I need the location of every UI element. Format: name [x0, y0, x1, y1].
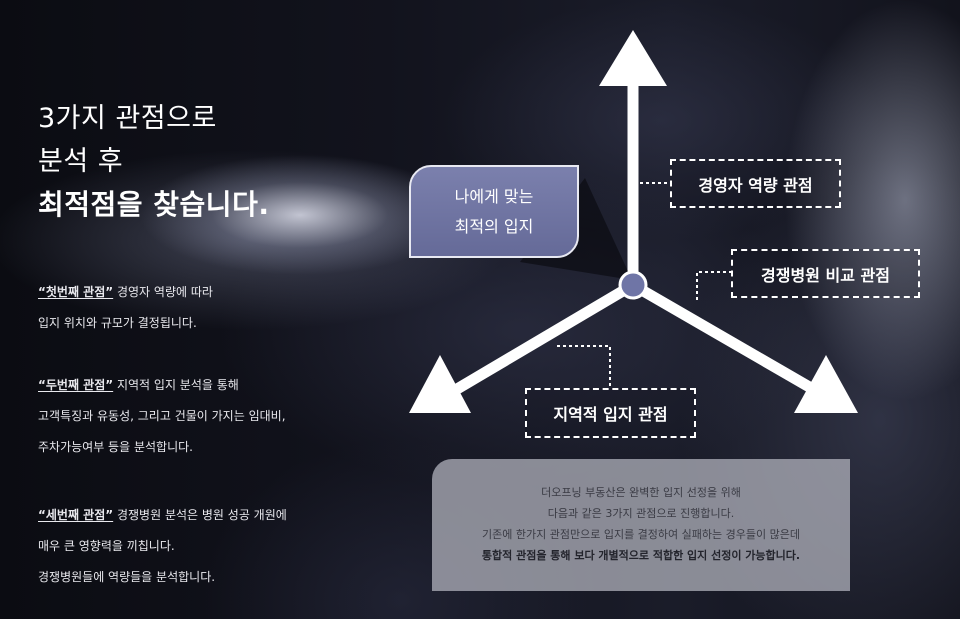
optimal-location-callout: 나에게 맞는 최적의 입지 [409, 165, 579, 258]
paragraph-second-perspective: “두번째 관점” 지역적 입지 분석을 통해 고객특징과 유동성, 그리고 건물… [38, 370, 286, 463]
title-line-3: 최적점을 찾습니다. [38, 188, 270, 221]
paragraph-line: “세번째 관점” 경쟁병원 분석은 병원 성공 개원에 [38, 500, 287, 531]
info-line: 더오프닝 부동산은 완벽한 입지 선정을 위해 [541, 486, 741, 499]
paragraph-line: 고객특징과 유동성, 그리고 건물이 가지는 임대비, [38, 409, 286, 423]
info-line: 기존에 한가지 관점만으로 입지를 결정하여 실패하는 경우들이 많은데 [482, 528, 800, 541]
paragraph-third-perspective: “세번째 관점” 경쟁병원 분석은 병원 성공 개원에 매우 큰 영향력을 끼칩… [38, 500, 287, 593]
paragraph-text: 경쟁병원 분석은 병원 성공 개원에 [113, 508, 287, 522]
info-box: 더오프닝 부동산은 완벽한 입지 선정을 위해 다음과 같은 3가지 관점으로 … [432, 459, 850, 591]
emphasis-second: “두번째 관점” [38, 378, 114, 392]
title-line-1: 3가지 관점으로 [38, 103, 217, 134]
label-competitor-comparison: 경쟁병원 비교 관점 [731, 249, 920, 298]
center-node [618, 270, 648, 300]
connector-bottom [557, 345, 611, 388]
paragraph-first-perspective: “첫번째 관점” 경영자 역량에 따라 입지 위치와 규모가 결정됩니다. [38, 277, 213, 339]
paragraph-line: 매우 큰 영향력을 끼칩니다. [38, 539, 175, 553]
arrow-head-up [599, 30, 667, 86]
arrow-head-right [794, 355, 858, 413]
paragraph-line: 입지 위치와 규모가 결정됩니다. [38, 316, 197, 330]
callout-line-1: 나에게 맞는 [454, 186, 534, 206]
paragraph-text: 경영자 역량에 따라 [113, 285, 213, 299]
callout-line-2: 최적의 입지 [454, 216, 534, 236]
emphasis-first: “첫번째 관점” [38, 285, 114, 299]
label-regional-location: 지역적 입지 관점 [525, 388, 696, 438]
paragraph-text: 지역적 입지 분석을 통해 [113, 378, 239, 392]
label-manager-capability: 경영자 역량 관점 [670, 159, 841, 208]
info-line: 다음과 같은 3가지 관점으로 진행합니다. [547, 507, 735, 520]
arrow-head-left [409, 355, 471, 413]
paragraph-line: 주차가능여부 등을 분석합니다. [38, 440, 193, 454]
arrow-shaft-left [449, 280, 636, 397]
paragraph-line: “첫번째 관점” 경영자 역량에 따라 [38, 277, 213, 308]
paragraph-line: 경쟁병원들에 역량들을 분석합니다. [38, 570, 216, 584]
title-line-2: 분석 후 [38, 146, 124, 177]
info-bold-line: 통합적 관점을 통해 보다 개별적으로 적합한 입지 선정이 가능합니다. [481, 549, 801, 562]
paragraph-line: “두번째 관점” 지역적 입지 분석을 통해 [38, 370, 286, 401]
arrow-shaft-right [630, 280, 821, 397]
emphasis-third: “세번째 관점” [38, 508, 114, 522]
connector-right [696, 271, 731, 300]
page-title: 3가지 관점으로 분석 후 최적점을 찾습니다. [38, 97, 269, 226]
